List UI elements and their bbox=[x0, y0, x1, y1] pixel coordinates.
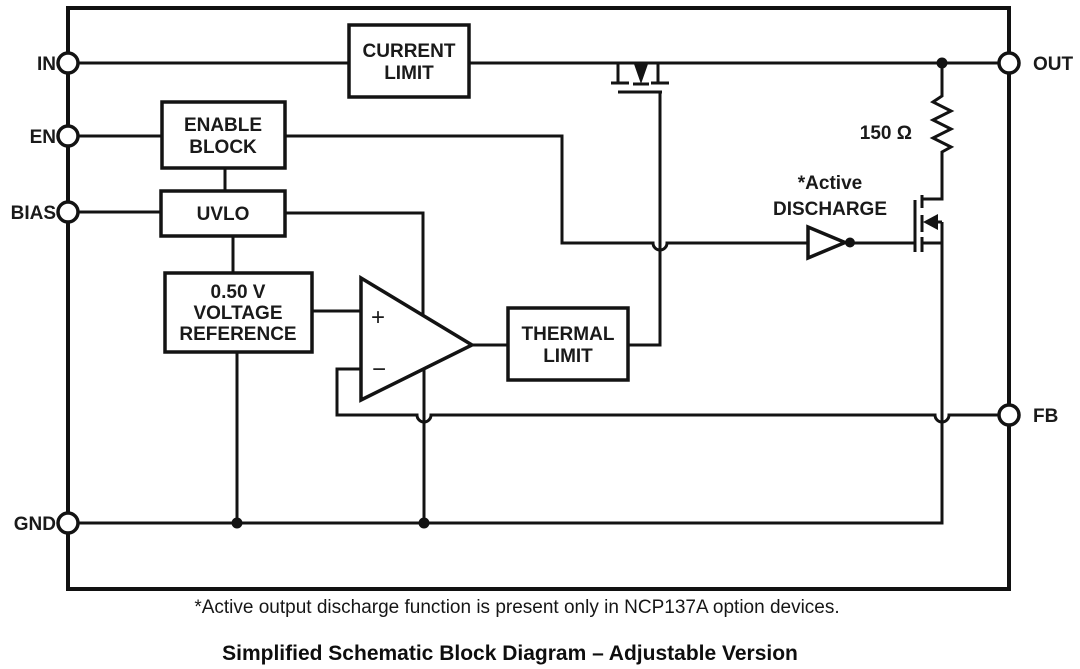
thermal-limit-block bbox=[506, 306, 630, 382]
active-discharge-label-line1: *Active bbox=[798, 173, 862, 194]
opamp-minus-sign: − bbox=[372, 356, 386, 383]
voltage-reference-block bbox=[163, 271, 314, 354]
thermal-limit-label-line2: LIMIT bbox=[543, 346, 593, 367]
discharge-transistor bbox=[849, 195, 942, 252]
junction-opamp-ground bbox=[418, 517, 430, 529]
pin-label-bias: BIAS bbox=[11, 203, 56, 224]
reference-label-line1: 0.50 V bbox=[211, 282, 266, 303]
wire-ground-rail bbox=[78, 222, 944, 525]
junction-out-resistor bbox=[936, 57, 948, 69]
opamp-plus-sign: + bbox=[371, 304, 385, 331]
pin-fb bbox=[997, 403, 1021, 427]
discharge-resistor bbox=[922, 63, 955, 201]
discharge-fet-body-arrow bbox=[923, 214, 938, 230]
pin-out bbox=[997, 51, 1021, 75]
pin-label-fb: FB bbox=[1033, 406, 1058, 427]
pin-en bbox=[56, 124, 80, 148]
pin-label-in: IN bbox=[37, 54, 56, 75]
uvlo-block bbox=[159, 189, 287, 238]
reference-label-line2: VOLTAGE bbox=[193, 303, 282, 324]
error-amplifier bbox=[359, 274, 476, 403]
pin-label-out: OUT bbox=[1033, 54, 1074, 75]
ic-boundary-box bbox=[66, 6, 1011, 591]
pin-label-gnd: GND bbox=[14, 514, 56, 535]
caption-title: Simplified Schematic Block Diagram – Adj… bbox=[222, 642, 798, 665]
enable-block bbox=[160, 100, 287, 170]
pass-transistor bbox=[611, 64, 669, 94]
current-limit-block bbox=[347, 23, 471, 99]
current-limit-label-line1: CURRENT bbox=[363, 41, 456, 62]
wire-thermal-to-pass-gate bbox=[628, 92, 662, 347]
wire-enable-to-inverter bbox=[285, 134, 808, 252]
junction-reference-ground bbox=[231, 517, 243, 529]
pass-fet-body-arrow bbox=[634, 64, 648, 84]
discharge-inverter bbox=[806, 224, 850, 261]
uvlo-label: UVLO bbox=[197, 204, 250, 225]
pin-gnd bbox=[56, 511, 80, 535]
pin-in bbox=[56, 51, 80, 75]
footnote-text: *Active output discharge function is pre… bbox=[194, 597, 839, 618]
active-discharge-label-line2: DISCHARGE bbox=[773, 199, 887, 220]
current-limit-label-line2: LIMIT bbox=[384, 63, 434, 84]
pin-label-en: EN bbox=[30, 127, 56, 148]
enable-block-label-line2: BLOCK bbox=[189, 137, 257, 158]
resistor-value-label: 150 Ω bbox=[860, 123, 912, 144]
enable-block-label-line1: ENABLE bbox=[184, 115, 262, 136]
pin-bias bbox=[56, 200, 80, 224]
thermal-limit-label-line1: THERMAL bbox=[522, 324, 615, 345]
reference-label-line3: REFERENCE bbox=[179, 324, 296, 345]
wire-fb-feedback bbox=[335, 367, 999, 424]
inverter-output-dot bbox=[845, 237, 855, 248]
wire-uvlo-to-opamp bbox=[285, 211, 425, 316]
